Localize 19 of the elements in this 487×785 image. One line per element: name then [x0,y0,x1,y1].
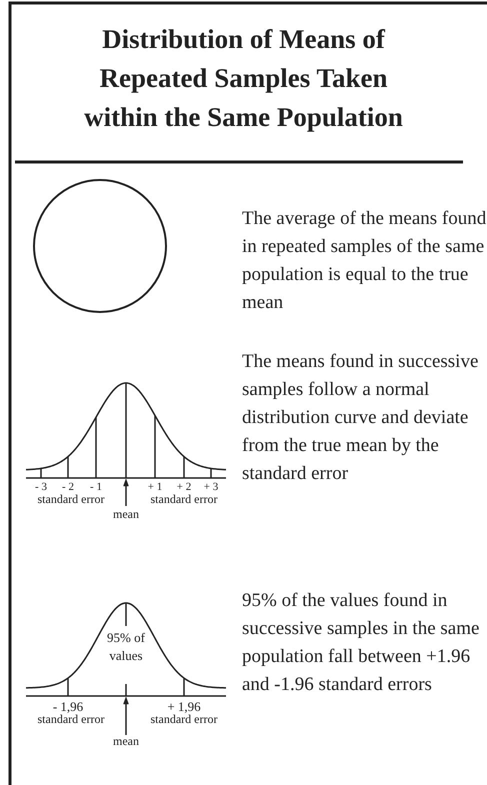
tick-label: + 1,96 [166,700,202,713]
tick-label: - 1 [89,481,103,493]
description-text: 95% of the values found in successive samples in the same population fall between +1.96 and -1.96 standard errors [242,589,480,697]
axis-label: mean [112,735,140,748]
axis-label: mean [112,508,140,521]
axis-label: standard error [36,713,106,726]
tick-label: + 1 [146,481,164,493]
tick-label: - 3 [34,481,48,493]
tick-label: - 2 [61,481,75,493]
description-text: The average of the means found in repeated samples of the same population is equal to the true mean [242,207,487,315]
axis-label: standard error [150,713,218,726]
tick-label: + 2 [176,481,192,493]
tick-label: - 1,96 [52,700,84,713]
title: Distribution of Means of Repeated Samples Taken within the Same Population [83,23,404,134]
description-text: The means found in successive samples follow a normal distribution curve and deviate from the true mean by the standard error [242,350,480,486]
area-label: 95% of values [106,629,146,665]
axis-label: standard error [150,493,218,506]
tick-label: + 3 [202,481,220,493]
axis-label: standard error [36,493,106,506]
